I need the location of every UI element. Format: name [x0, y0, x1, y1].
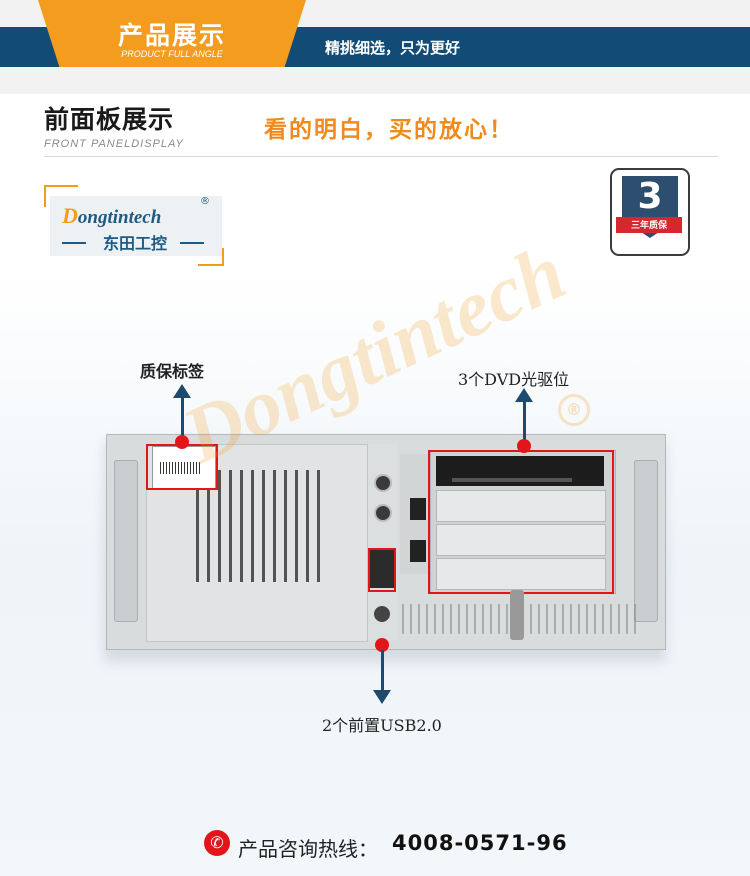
brand-name-cn: 东田工控 [102, 234, 167, 253]
phone-icon: ✆ [204, 830, 230, 856]
power-switch-icon [410, 498, 426, 520]
section-divider [44, 156, 718, 157]
brand-name-en: Dongtintech [62, 203, 161, 229]
watermark-registered-mark: ® [558, 394, 590, 426]
hotline-label: 产品咨询热线： [238, 837, 378, 861]
section-subtitle: FRONT PANELDISPLAY [44, 138, 184, 150]
barcode-icon [160, 462, 200, 474]
usb-ports [370, 550, 394, 588]
empty-bay-slot [436, 490, 606, 522]
hotline-number: 4008-0571-96 [392, 831, 568, 855]
rack-handle-right [634, 460, 658, 622]
brand-logo [50, 196, 222, 256]
reset-switch-icon [410, 540, 426, 562]
callout-dot [175, 435, 189, 449]
reset-button-icon [374, 504, 392, 522]
logo-rule-left [62, 242, 86, 244]
ps2-port-icon [374, 606, 390, 622]
logo-rule-right [180, 242, 204, 244]
registered-mark: ® [200, 196, 210, 207]
banner-title: 产品展示 [117, 21, 226, 50]
power-button-icon [374, 474, 392, 492]
callout-front-usb: 2个前置USB2.0 [322, 716, 442, 735]
callout-line [381, 650, 384, 690]
callout-label-sticker: 质保标签 [140, 362, 205, 381]
lock-icon [510, 590, 524, 640]
callout-line [181, 397, 184, 437]
warranty-text: 三年质保 [630, 221, 667, 231]
empty-bay-slot [436, 524, 606, 556]
callout-dvd-bays: 3个DVD光驱位 [458, 370, 570, 389]
empty-bay-slot [436, 558, 606, 590]
arrow-down-icon [373, 690, 391, 704]
brand-name-rest: ongtintech [77, 207, 162, 228]
warranty-years: 3 [637, 176, 663, 217]
section-title: 前面板展示 [44, 105, 175, 134]
logo-corner-decoration [44, 185, 78, 207]
rack-handle-left [114, 460, 138, 622]
usb-highlight [368, 548, 396, 592]
callout-line [523, 401, 526, 441]
brand-initial: D [62, 203, 78, 228]
callout-dot [375, 638, 389, 652]
banner-slogan: 精挑细选，只为更好 [325, 39, 461, 57]
dvd-bay-highlight [428, 450, 614, 594]
callout-dot [517, 439, 531, 453]
arrow-up-icon [173, 384, 191, 398]
banner-subtitle: PRODUCT FULL ANGLE [121, 49, 223, 59]
banner-orange-tab [38, 0, 306, 67]
logo-corner-decoration [198, 248, 224, 266]
dvd-tray [452, 478, 572, 482]
arrow-up-icon [515, 388, 533, 402]
sticker-highlight [146, 444, 218, 490]
section-slogan: 看的明白，买的放心！ [264, 117, 514, 143]
warranty-band [616, 217, 682, 233]
